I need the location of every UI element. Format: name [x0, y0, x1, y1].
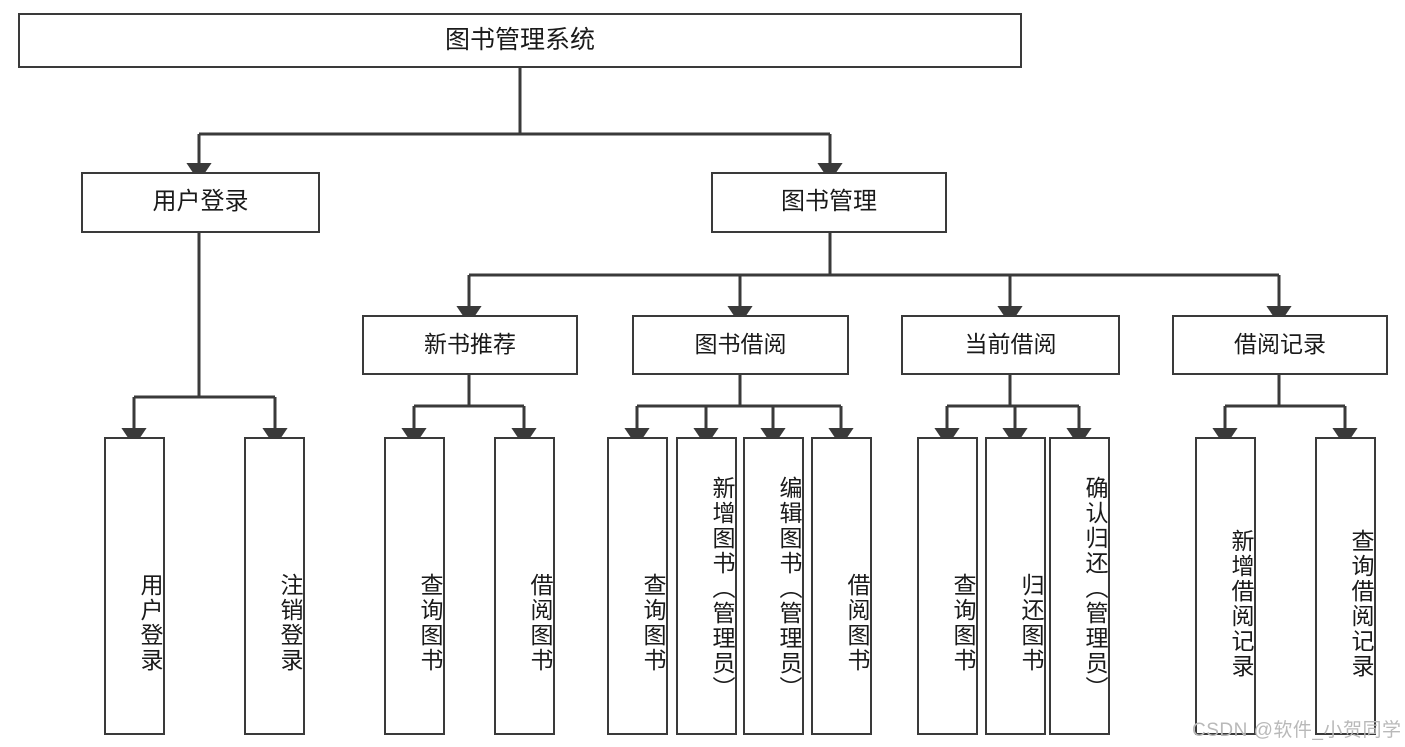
node-label: 图书借阅 [694, 331, 787, 358]
node-book-management[interactable]: 图书管理 [711, 172, 947, 233]
node-label: 借阅图书 [527, 573, 553, 673]
node-label: 编辑图书（管理员） [776, 475, 802, 701]
leaf-book-borrow-query-book[interactable]: 查询图书 [607, 437, 668, 735]
leaf-user-login-logout[interactable]: 注销登录 [244, 437, 305, 735]
node-label: 用户登录 [152, 188, 249, 216]
node-label: 新增借阅记录 [1228, 529, 1254, 679]
leaf-user-login-login[interactable]: 用户登录 [104, 437, 165, 735]
node-label: 注销登录 [277, 573, 303, 673]
leaf-records-add-record[interactable]: 新增借阅记录 [1195, 437, 1256, 735]
node-label: 查询图书 [640, 573, 666, 673]
node-label: 归还图书 [1018, 573, 1044, 673]
node-current-borrow[interactable]: 当前借阅 [901, 315, 1120, 375]
node-new-book-recommend[interactable]: 新书推荐 [362, 315, 578, 375]
leaf-current-borrow-query-book[interactable]: 查询图书 [917, 437, 978, 735]
node-label: 用户登录 [137, 573, 163, 673]
node-label: 图书管理 [781, 188, 877, 216]
node-label: 借阅记录 [1234, 331, 1326, 358]
node-label: 借阅图书 [844, 573, 870, 673]
leaf-new-book-query-book[interactable]: 查询图书 [384, 437, 445, 735]
node-root-system[interactable]: 图书管理系统 [18, 13, 1022, 68]
leaf-new-book-borrow-book[interactable]: 借阅图书 [494, 437, 555, 735]
node-borrow-records[interactable]: 借阅记录 [1172, 315, 1388, 375]
leaf-book-borrow-edit-book[interactable]: 编辑图书（管理员） [743, 437, 804, 735]
node-label: 查询图书 [950, 573, 976, 673]
node-label: 图书管理系统 [444, 25, 595, 54]
node-label: 查询借阅记录 [1348, 529, 1374, 679]
node-label: 查询图书 [417, 573, 443, 673]
node-label: 当前借阅 [964, 331, 1057, 358]
leaf-current-borrow-return-book[interactable]: 归还图书 [985, 437, 1046, 735]
leaf-current-borrow-confirm-return[interactable]: 确认归还（管理员） [1049, 437, 1110, 735]
leaf-book-borrow-borrow-book[interactable]: 借阅图书 [811, 437, 872, 735]
node-book-borrow[interactable]: 图书借阅 [632, 315, 849, 375]
node-user-login[interactable]: 用户登录 [81, 172, 320, 233]
node-label: 新增图书（管理员） [709, 475, 735, 701]
watermark-label: CSDN @软件_小贺同学 [1192, 720, 1402, 741]
leaf-book-borrow-add-book[interactable]: 新增图书（管理员） [676, 437, 737, 735]
node-label: 确认归还（管理员） [1082, 475, 1108, 701]
node-label: 新书推荐 [424, 331, 516, 358]
leaf-records-query-record[interactable]: 查询借阅记录 [1315, 437, 1376, 735]
